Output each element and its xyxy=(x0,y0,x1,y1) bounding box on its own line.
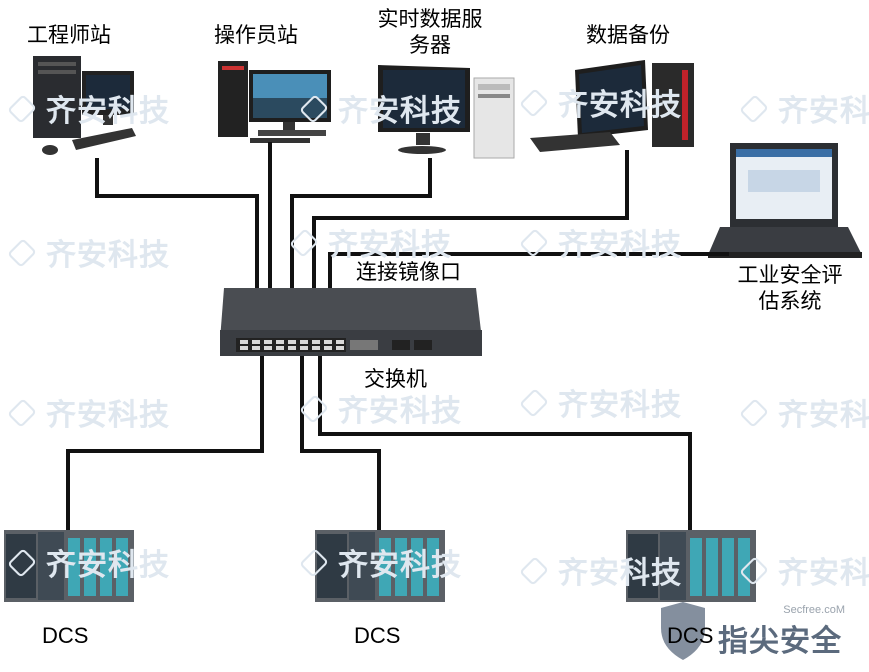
dcs-3-plc-icon xyxy=(626,530,756,602)
data-backup-label: 数据备份 xyxy=(586,23,670,47)
realtime-server-computer-icon xyxy=(378,65,515,159)
data-backup-computer-icon xyxy=(530,60,694,152)
assessment-label-line1: 工业安全评 xyxy=(737,263,843,287)
cable-dcs-3 xyxy=(318,354,692,530)
assessment-system-label: 工业安全评 估系统 xyxy=(720,262,860,314)
dcs-1-label: DCS xyxy=(42,623,89,648)
assessment-label-line2: 估系统 xyxy=(758,289,822,313)
cable-dcs-1 xyxy=(66,354,264,530)
cable-realtime-server xyxy=(290,158,432,338)
shield-icon xyxy=(661,602,705,660)
lower-cables xyxy=(66,354,692,530)
engineer-station-computer-icon xyxy=(33,56,136,155)
realtime-server-label-line1: 实时数据服 xyxy=(377,7,483,31)
dcs-1-plc-icon xyxy=(4,530,134,602)
engineer-station-label: 工程师站 xyxy=(27,23,111,47)
operator-station-label: 操作员站 xyxy=(214,23,298,47)
mirror-port-label: 连接镜像口 xyxy=(356,260,461,284)
dcs-2-label: DCS xyxy=(354,623,401,648)
cable-engineer xyxy=(95,158,259,338)
operator-station-computer-icon xyxy=(218,61,331,143)
cable-data-backup xyxy=(312,150,629,338)
realtime-server-label-line2: 务器 xyxy=(409,33,451,57)
switch-label: 交换机 xyxy=(364,367,427,391)
brand-badge-text: 指尖安全 xyxy=(718,624,842,659)
dcs-2-plc-icon xyxy=(315,530,445,602)
cable-dcs-2 xyxy=(300,354,381,530)
brand-badge: 指尖安全 xyxy=(712,616,842,660)
switch-icon xyxy=(220,288,482,356)
security-assessment-laptop-icon xyxy=(708,143,862,258)
realtime-server-label: 实时数据服 务器 xyxy=(360,6,500,58)
site-watermark: Secfree.coM xyxy=(783,604,845,616)
dcs-3-label: DCS xyxy=(667,623,714,648)
